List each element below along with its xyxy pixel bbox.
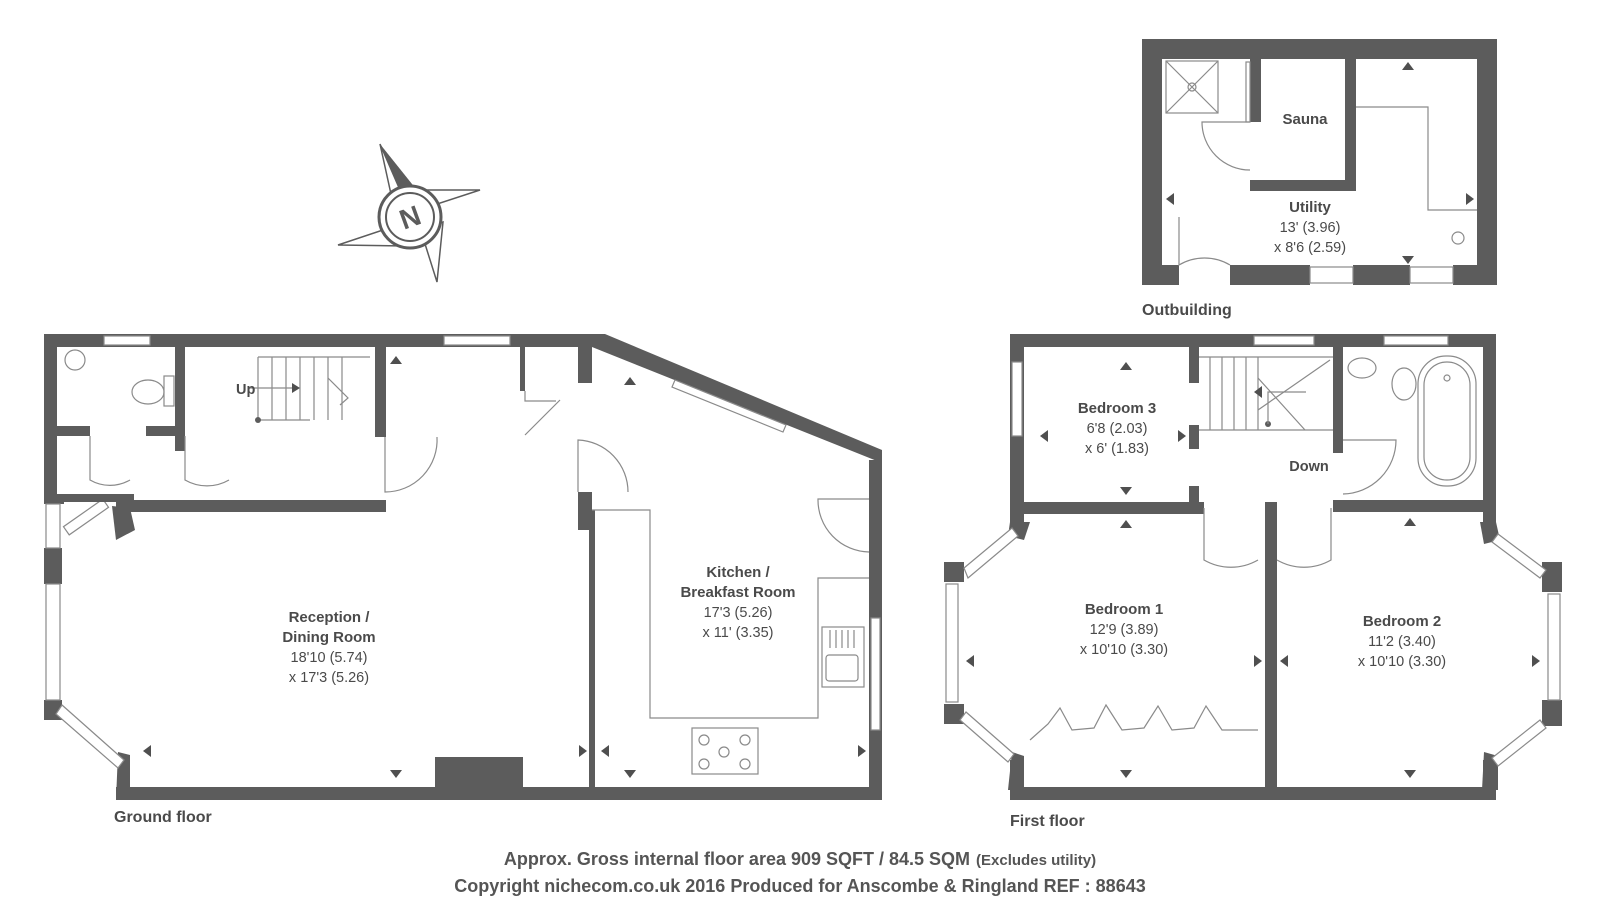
bedroom1-dimension-2: x 10'10 (3.30) — [1080, 642, 1168, 658]
floor-area-text: Approx. Gross internal floor area 909 SQ… — [504, 849, 970, 869]
bedroom3-dimension-2: x 6' (1.83) — [1085, 441, 1149, 457]
outbuilding-labels: Sauna Utility 13' (3.96) x 8'6 (2.59) Ou… — [1142, 111, 1346, 319]
reception-name-line2: Dining Room — [282, 629, 375, 646]
utility-dimension-2: x 8'6 (2.59) — [1274, 240, 1346, 256]
stairs-down-label: Down — [1289, 459, 1328, 475]
utility-dimension-1: 13' (3.96) — [1280, 220, 1341, 236]
kitchen-dimension-1: 17'3 (5.26) — [704, 605, 773, 621]
floor-area-note: (Excludes utility) — [976, 852, 1096, 869]
floor-area-line: Approx. Gross internal floor area 909 SQ… — [504, 849, 1096, 869]
sauna-name: Sauna — [1282, 111, 1328, 128]
stairs-up-label: Up — [236, 382, 255, 398]
bedroom1-dimension-1: 12'9 (3.89) — [1090, 622, 1159, 638]
bedroom2-name: Bedroom 2 — [1363, 613, 1441, 630]
first-floor-labels: Bedroom 3 6'8 (2.03) x 6' (1.83) Down Be… — [1010, 400, 1446, 830]
outbuilding-label: Outbuilding — [1142, 302, 1232, 319]
bedroom3-name: Bedroom 3 — [1078, 400, 1156, 417]
bedroom1-name: Bedroom 1 — [1085, 601, 1163, 618]
kitchen-name-line1: Kitchen / — [706, 564, 770, 581]
bedroom3-dimension-1: 6'8 (2.03) — [1087, 421, 1148, 437]
kitchen-name-line2: Breakfast Room — [680, 584, 795, 601]
first-floor-plan — [944, 334, 1562, 800]
ground-floor-plan — [44, 334, 882, 800]
utility-name: Utility — [1289, 199, 1331, 216]
reception-dimension-1: 18'10 (5.74) — [291, 650, 368, 666]
ground-floor-labels: Up Reception / Dining Room 18'10 (5.74) … — [114, 382, 796, 826]
bedroom2-dimension-1: 11'2 (3.40) — [1368, 634, 1436, 650]
reception-name-line1: Reception / — [289, 609, 371, 626]
kitchen-dimension-2: x 11' (3.35) — [702, 625, 773, 641]
ground-floor-label: Ground floor — [114, 809, 212, 826]
bedroom2-dimension-2: x 10'10 (3.30) — [1358, 654, 1446, 670]
copyright-text: Copyright nichecom.co.uk 2016 Produced f… — [454, 876, 1145, 896]
reception-dimension-2: x 17'3 (5.26) — [289, 670, 369, 686]
first-floor-label: First floor — [1010, 813, 1085, 830]
footer: Approx. Gross internal floor area 909 SQ… — [454, 849, 1145, 896]
outbuilding-plan — [1142, 39, 1497, 285]
north-compass-icon: N — [337, 143, 481, 283]
